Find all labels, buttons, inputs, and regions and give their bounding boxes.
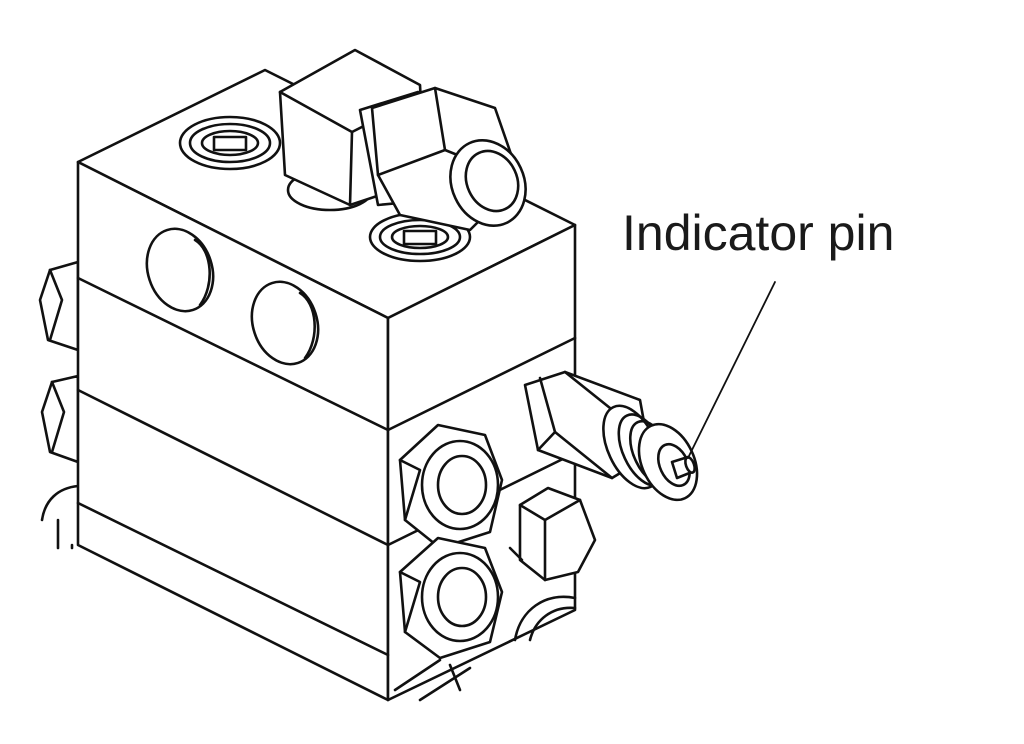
callout-label: Indicator pin — [622, 205, 894, 261]
side-ports — [145, 227, 320, 366]
hex-cap — [508, 486, 597, 582]
hex-nut-lower — [398, 536, 504, 660]
elbow-fitting — [278, 48, 527, 232]
indicator-pin-assembly — [523, 370, 699, 502]
bottom-right-fitting — [513, 595, 577, 642]
left-hex-nuts — [38, 260, 80, 550]
callout-leader-line — [687, 281, 776, 459]
top-plug-left — [178, 115, 282, 171]
indicator-pin — [670, 455, 696, 480]
indicator-pin-callout: Indicator pin — [622, 205, 894, 459]
hex-nut-upper — [398, 423, 504, 550]
